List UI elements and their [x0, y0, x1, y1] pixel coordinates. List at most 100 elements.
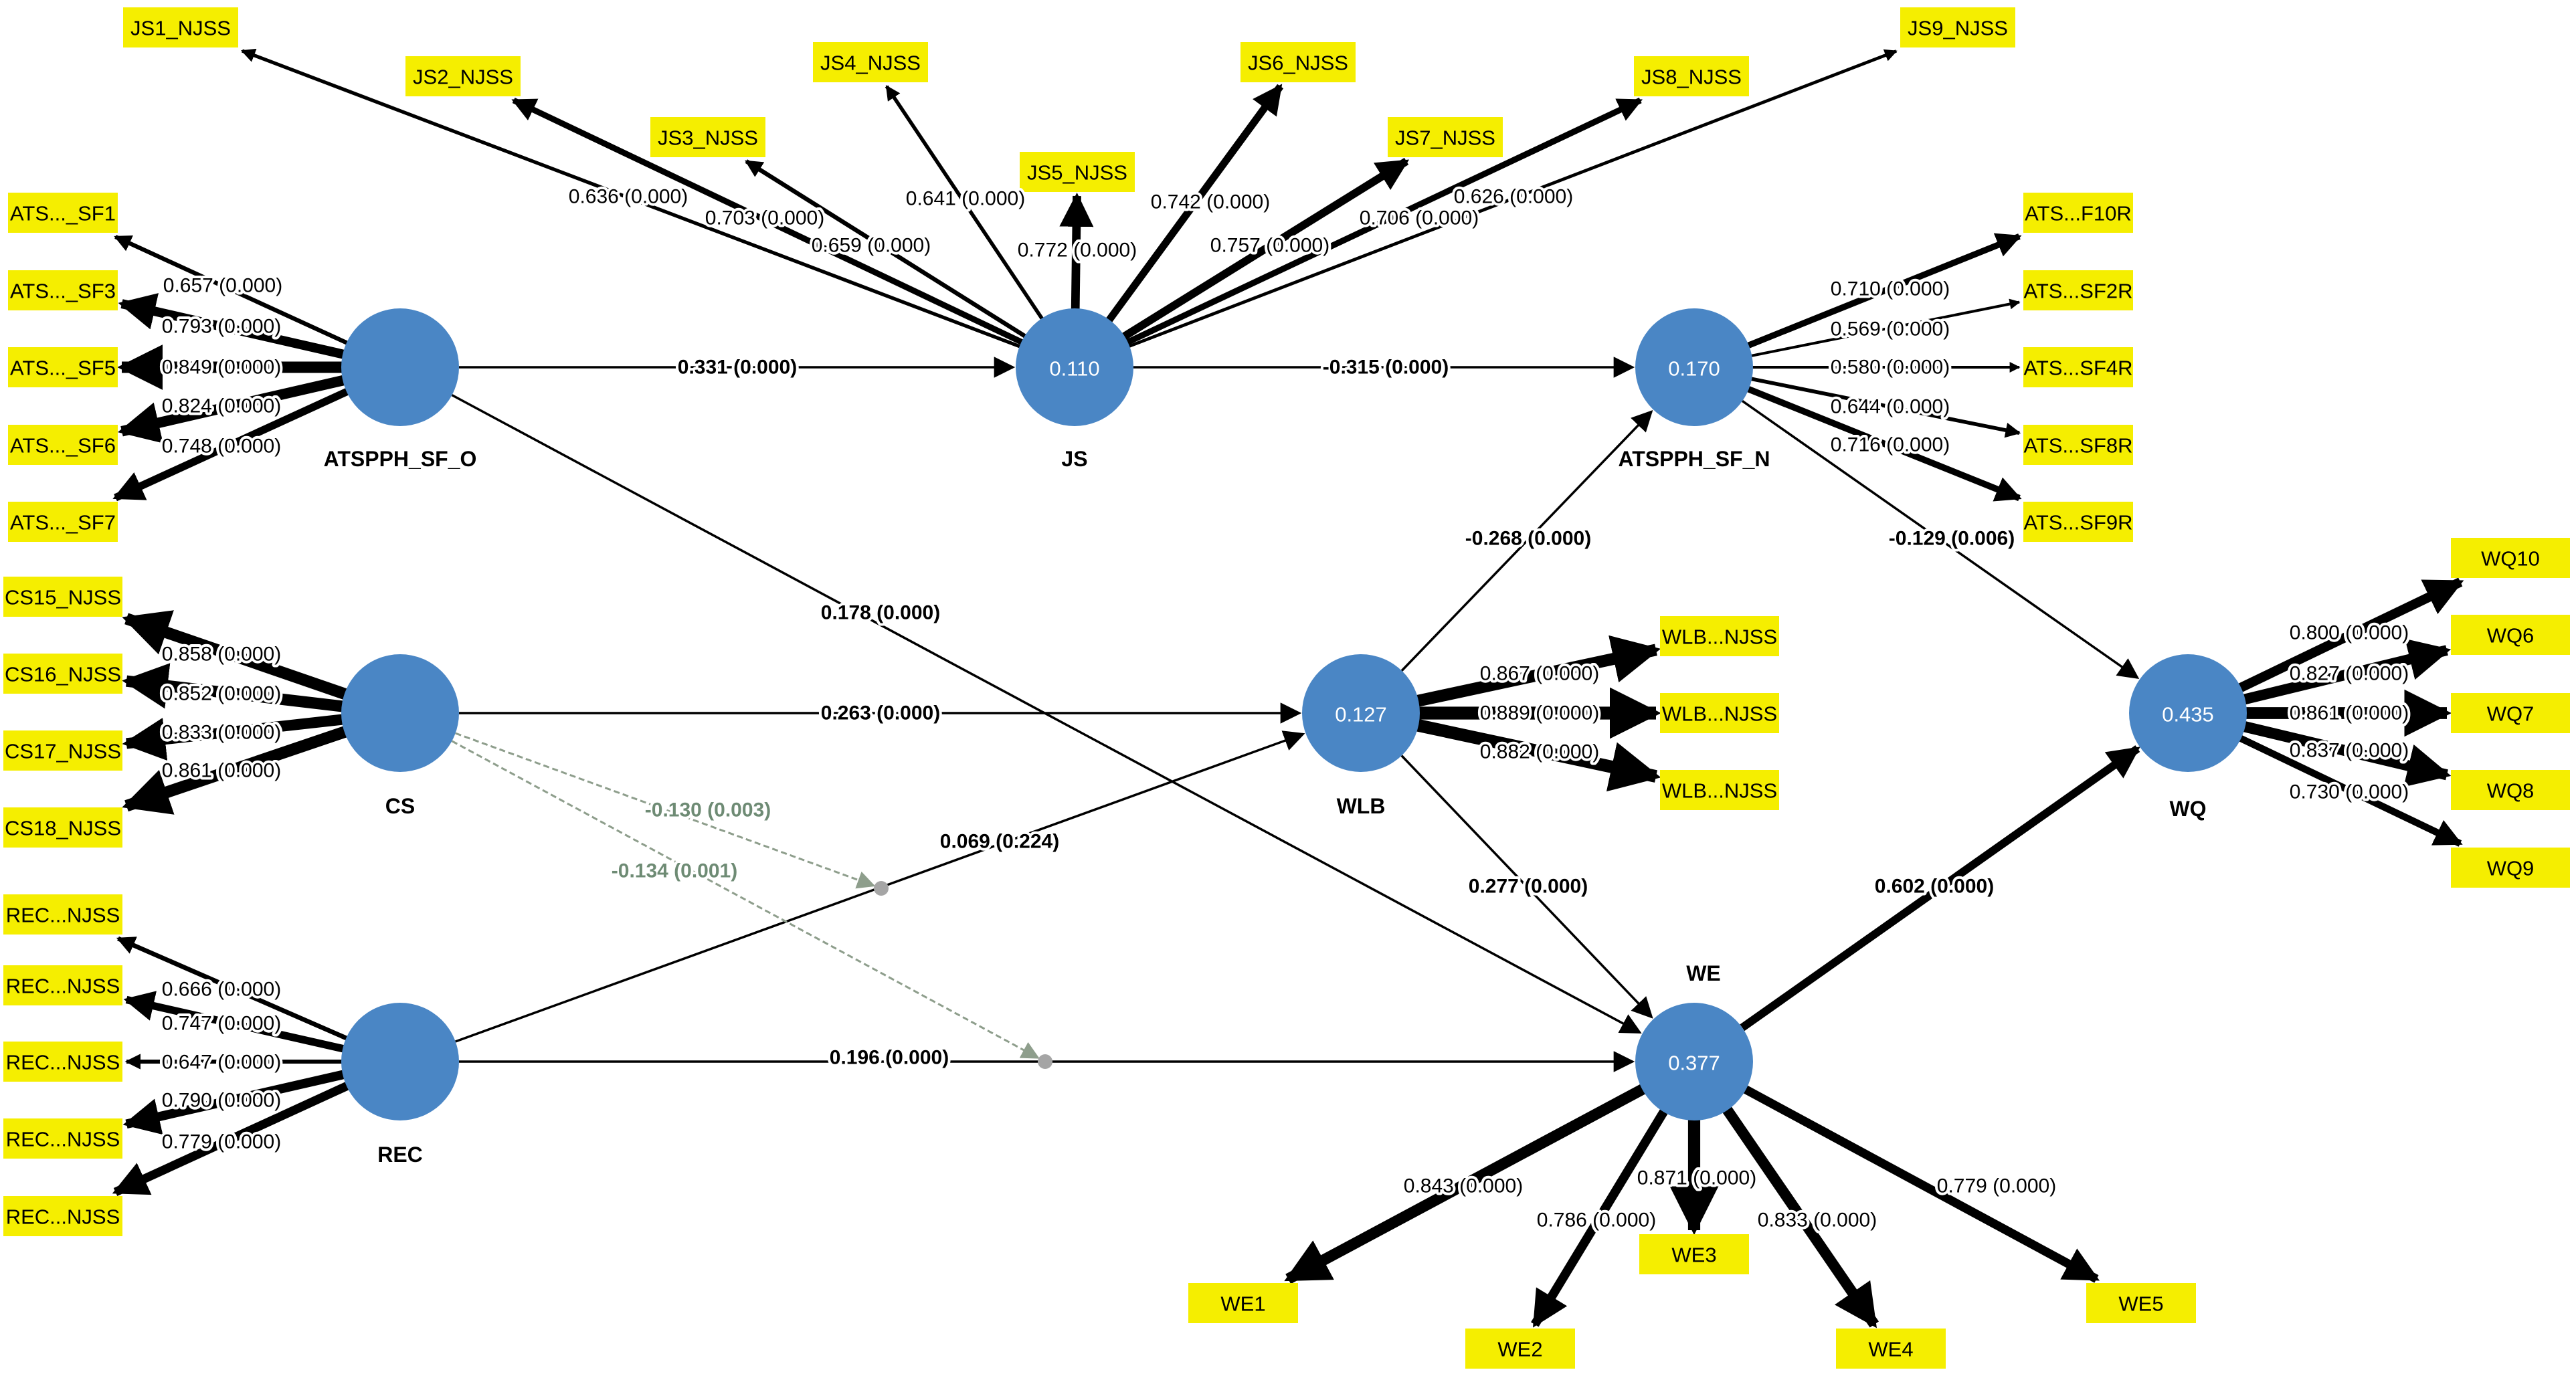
- indicator-label-we3: WE3: [1671, 1244, 1716, 1267]
- loading-arrow-js6: [1105, 84, 1284, 324]
- indicator-box-js8[interactable]: [1634, 56, 1749, 96]
- construct-r2-atspph-sf-n: 0.170: [1668, 357, 1720, 381]
- indicator-box-js6[interactable]: [1240, 42, 1356, 82]
- indicator-box-js1[interactable]: [123, 7, 238, 47]
- indicator-label-cs15: CS15_NJSS: [5, 586, 121, 609]
- indicator-box-o6[interactable]: [8, 425, 118, 465]
- indicator-label-wq9: WQ9: [2487, 857, 2535, 880]
- indicator-box-js3[interactable]: [650, 117, 765, 157]
- indicator-box-n4[interactable]: [2023, 347, 2133, 387]
- indicator-box-wq8[interactable]: [2451, 770, 2570, 810]
- indicator-box-js7[interactable]: [1388, 117, 1503, 157]
- indicator-box-wlb3[interactable]: [1660, 770, 1779, 810]
- loading-arrow-js3: [745, 159, 1028, 340]
- indicator-box-wq9[interactable]: [2451, 848, 2570, 888]
- indicator-box-we2[interactable]: [1465, 1329, 1575, 1369]
- construct-node-wq[interactable]: [2129, 654, 2247, 772]
- path-coef-js-n: -0.315 (0.000): [1323, 357, 1449, 379]
- loading-arrow-o3: [118, 293, 347, 360]
- loading-label-we4: 0.833 (0.000): [1758, 1209, 1877, 1232]
- indicator-box-o5[interactable]: [8, 347, 118, 387]
- loading-arrow-rec4: [122, 1069, 347, 1135]
- indicator-box-n8[interactable]: [2023, 425, 2133, 465]
- indicator-box-o3[interactable]: [8, 270, 118, 310]
- indicator-box-o1[interactable]: [8, 193, 118, 233]
- indicator-label-n4: ATS...SF4R: [2023, 357, 2132, 380]
- loading-label-cs16: 0.852 (0.000): [162, 683, 281, 705]
- indicator-box-js4[interactable]: [813, 42, 928, 82]
- indicator-box-we1[interactable]: [1188, 1283, 1298, 1323]
- construct-node-rec[interactable]: [341, 1003, 459, 1120]
- indicator-box-cs15[interactable]: [3, 577, 122, 617]
- construct-label-atspph-sf-o: ATSPPH_SF_O: [324, 447, 477, 471]
- indicator-box-wq7[interactable]: [2451, 693, 2570, 733]
- indicator-box-wlb2[interactable]: [1660, 693, 1779, 733]
- indicator-box-rec1[interactable]: [3, 894, 122, 935]
- indicator-box-cs16[interactable]: [3, 654, 122, 694]
- construct-r2-wlb: 0.127: [1335, 703, 1387, 726]
- loading-arrow-wq8: [2241, 720, 2452, 787]
- indicator-box-we4[interactable]: [1836, 1329, 1946, 1369]
- indicator-label-wlb1: WLB...NJSS: [1662, 625, 1777, 649]
- indicator-box-n2[interactable]: [2023, 270, 2133, 310]
- loading-arrow-js1: [241, 48, 1023, 349]
- indicator-box-wq10[interactable]: [2451, 538, 2570, 578]
- loading-label-cs18: 0.861 (0.000): [162, 760, 281, 782]
- indicator-box-cs17[interactable]: [3, 730, 122, 771]
- construct-label-cs: CS: [385, 794, 415, 818]
- construct-node-wlb[interactable]: [1302, 654, 1420, 772]
- construct-label-js: JS: [1061, 447, 1087, 471]
- indicator-label-js9: JS9_NJSS: [1908, 17, 2008, 40]
- indicator-box-we5[interactable]: [2086, 1283, 2196, 1323]
- indicator-box-n9[interactable]: [2023, 502, 2133, 542]
- loading-arrow-rec1: [116, 936, 350, 1042]
- indicator-box-o7[interactable]: [8, 502, 118, 542]
- indicator-box-n10[interactable]: [2023, 193, 2133, 233]
- loading-arrow-n10: [1745, 233, 2022, 349]
- construct-node-js[interactable]: [1016, 308, 1133, 426]
- path-arrow-wlb-we: [1400, 755, 1653, 1019]
- loading-label-js7: 0.757 (0.000): [1210, 235, 1329, 257]
- construct-node-atspph-sf-o[interactable]: [341, 308, 459, 426]
- indicator-label-rec1: REC...NJSS: [6, 904, 120, 927]
- indicator-box-we3[interactable]: [1639, 1234, 1749, 1274]
- loading-label-we1: 0.843 (0.000): [1404, 1175, 1523, 1197]
- indicator-label-we5: WE5: [2118, 1292, 2163, 1316]
- loading-arrow-we1: [1284, 1083, 1647, 1284]
- loading-label-we2: 0.786 (0.000): [1537, 1209, 1656, 1232]
- indicator-box-js5[interactable]: [1020, 152, 1135, 192]
- moderation-label-1: -0.130 (0.003): [645, 799, 771, 821]
- loading-label-we3: 0.871 (0.000): [1637, 1167, 1756, 1189]
- indicator-box-rec2[interactable]: [3, 965, 122, 1005]
- path-coef-o-js: 0.331 (0.000): [678, 357, 797, 379]
- loading-label-n2: 0.569 (0.000): [1831, 318, 1950, 340]
- construct-node-cs[interactable]: [341, 654, 459, 772]
- loading-arrow-o1: [114, 235, 350, 346]
- loading-arrow-cs15: [122, 610, 349, 700]
- construct-node-we[interactable]: [1635, 1003, 1753, 1120]
- construct-node-atspph-sf-n[interactable]: [1635, 308, 1753, 426]
- loading-label-wq7: 0.861 (0.000): [2290, 702, 2409, 724]
- path-arrow-n-wq: [1742, 400, 2140, 680]
- indicator-box-wlb1[interactable]: [1660, 616, 1779, 656]
- indicator-box-js2[interactable]: [405, 56, 521, 96]
- loading-label-we5: 0.779 (0.000): [1937, 1175, 2056, 1197]
- loading-arrow-js4: [885, 85, 1045, 322]
- loading-arrow-we5: [1741, 1084, 2100, 1283]
- indicator-box-js9[interactable]: [1900, 7, 2015, 47]
- indicator-label-wq8: WQ8: [2487, 779, 2535, 803]
- loading-arrow-wq9: [2237, 734, 2463, 847]
- path-coef-rec-we: 0.196 (0.000): [830, 1047, 949, 1069]
- indicator-box-rec4[interactable]: [3, 1118, 122, 1159]
- indicator-box-rec3[interactable]: [3, 1042, 122, 1082]
- indicator-box-rec5[interactable]: [3, 1196, 122, 1236]
- indicator-box-wq6[interactable]: [2451, 615, 2570, 655]
- indicator-box-cs18[interactable]: [3, 807, 122, 848]
- path-arrow-we-wq: [1740, 745, 2140, 1032]
- indicator-label-cs16: CS16_NJSS: [5, 663, 121, 686]
- loading-arrow-js8: [1124, 97, 1643, 347]
- loading-label-js5: 0.772 (0.000): [1018, 239, 1137, 262]
- path-arrow-wlb-n: [1400, 409, 1653, 672]
- indicator-label-wlb3: WLB...NJSS: [1662, 779, 1777, 803]
